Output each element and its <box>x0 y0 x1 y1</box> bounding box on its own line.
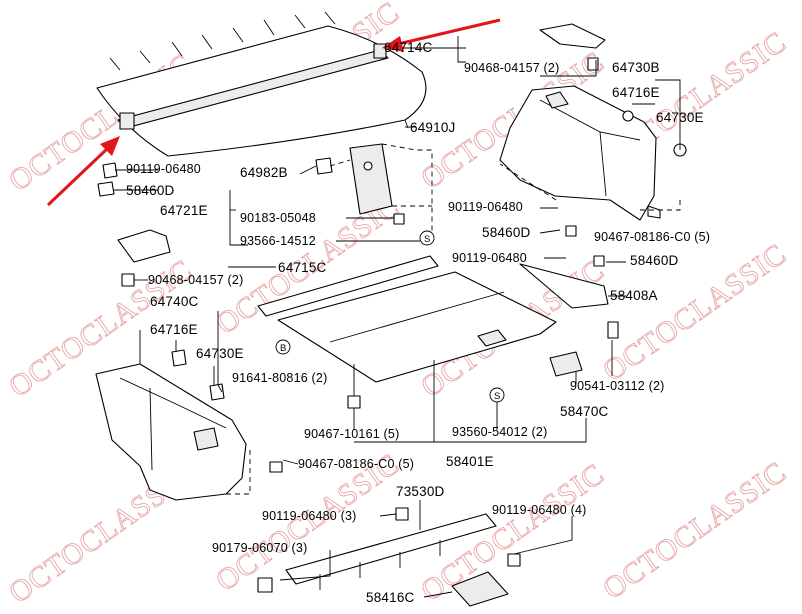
label-90119-06480-mid: 90119-06480 <box>448 200 523 214</box>
label-90467-08186-C0-bottom: 90467-08186-C0 (5) <box>298 457 414 471</box>
label-64730E-left: 64730E <box>196 346 244 361</box>
label-90119-06480-left: 90119-06480 <box>126 162 201 176</box>
label-64910J: 64910J <box>410 120 456 135</box>
label-93566-14512: 93566-14512 <box>240 234 316 248</box>
s-circle-label: S <box>424 234 430 245</box>
left-cover <box>117 229 171 287</box>
label-90119-06480-4: 90119-06480 (4) <box>492 503 587 517</box>
label-58408A: 58408A <box>610 288 658 303</box>
tonneau-cover <box>96 11 427 157</box>
s-circle-label: S <box>494 391 500 402</box>
red-arrows <box>46 18 501 207</box>
watermark-text: OCTOCLASSIC <box>597 455 792 606</box>
label-90179-06070: 90179-06070 (3) <box>212 541 307 555</box>
label-64721E: 64721E <box>160 203 208 218</box>
label-90119-06480-3: 90119-06480 (3) <box>262 509 357 523</box>
label-58460D-right: 58460D <box>630 253 679 268</box>
label-58460D-left: 58460D <box>126 183 175 198</box>
b-circle-label: B <box>280 343 286 354</box>
label-64730E-right: 64730E <box>656 110 704 125</box>
bracket-58416C <box>451 571 509 607</box>
label-73530D: 73530D <box>396 484 445 499</box>
label-64730B: 64730B <box>612 60 660 75</box>
label-64714C: 64714C <box>384 40 433 55</box>
label-90467-08186-C0-right: 90467-08186-C0 (5) <box>594 230 710 244</box>
label-90468-04157-top: 90468-04157 (2) <box>464 61 559 75</box>
label-90541-03112: 90541-03112 (2) <box>570 379 665 393</box>
label-64982B: 64982B <box>240 165 288 180</box>
leader-lines <box>114 36 681 598</box>
label-90467-10161: 90467-10161 (5) <box>304 427 399 441</box>
label-58470C: 58470C <box>560 404 609 419</box>
label-58460D-mid: 58460D <box>482 225 531 240</box>
label-90119-06480-mid2: 90119-06480 <box>452 251 527 265</box>
label-64716E-right: 64716E <box>612 85 660 100</box>
label-90468-04157-left: 90468-04157 (2) <box>148 273 243 287</box>
bracket-58470C <box>549 321 619 377</box>
left-side-trim <box>95 349 283 501</box>
label-93560-54012: 93560-54012 (2) <box>452 425 547 439</box>
label-58416C: 58416C <box>366 590 415 605</box>
label-91641-80816: 91641-80816 (2) <box>232 371 327 385</box>
floor-board <box>257 255 557 383</box>
label-90183-05048: 90183-05048 <box>240 211 316 225</box>
watermark-text: OCTOCLASSIC <box>597 237 792 388</box>
cover-cap-top <box>539 23 606 71</box>
access-panel <box>315 143 405 225</box>
label-58401E: 58401E <box>446 454 494 469</box>
label-64715C: 64715C <box>278 260 327 275</box>
part-labels: 64714C 90468-04157 (2) 64730B 64716E 647… <box>126 40 710 605</box>
left-clips <box>97 162 118 197</box>
label-64740C: 64740C <box>150 294 199 309</box>
side-panel-58408A <box>519 225 609 309</box>
label-64716E-left: 64716E <box>150 322 198 337</box>
right-side-trim <box>499 85 687 221</box>
